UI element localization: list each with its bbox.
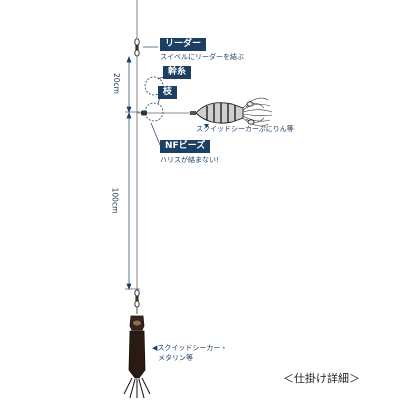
bottom-swivel <box>134 289 140 308</box>
squid-note-upper: スクイッドシーカーぷにりん等 <box>196 125 294 133</box>
page-title: ＜仕掛け詳細＞ <box>283 372 360 385</box>
dimension-label-upper: 20cm <box>111 73 121 94</box>
branch-knot-circle <box>144 102 164 122</box>
squid-note-lower-1: ◀スクイッドシーカー・ <box>152 344 228 352</box>
leader-tag: リーダー <box>160 38 207 51</box>
mainline-tag: 幹糸 <box>163 66 192 79</box>
dimension-upper <box>126 56 132 113</box>
nf-note: ハリスが絡まない! <box>160 156 219 164</box>
leader-note: スイベルにリーダーを結ぶ <box>160 53 244 61</box>
branch-tag: 枝 <box>158 86 178 99</box>
mainline-pointer <box>157 76 164 80</box>
nf-beads-tag: NFビーズ <box>160 140 211 153</box>
dimension-label-lower: 100cm <box>110 187 120 214</box>
beads-pointer <box>150 122 161 146</box>
dimension-lower <box>126 112 132 290</box>
branch-swivel <box>190 111 196 115</box>
squid-jig-upper <box>195 97 273 128</box>
squid-jig-lower <box>123 307 151 399</box>
nf-bead <box>141 110 147 116</box>
squid-note-lower-2: メタリン等 <box>158 354 193 362</box>
top-swivel <box>134 38 140 57</box>
